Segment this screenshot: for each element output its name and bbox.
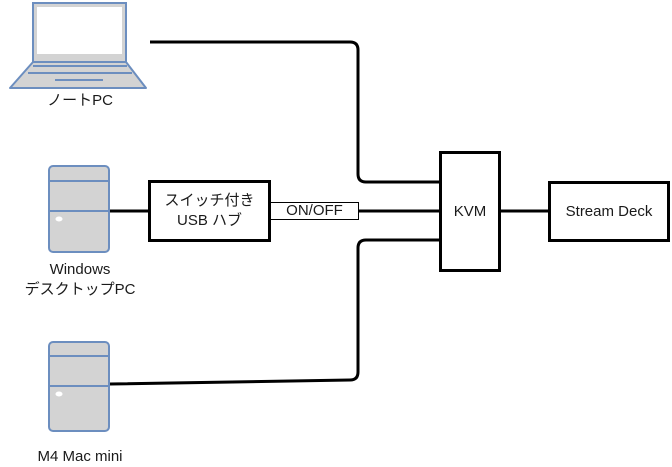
laptop-icon[interactable]	[9, 2, 147, 89]
usb-hub-label-line1: スイッチ付き	[164, 192, 255, 209]
mac-mini-label: M4 Mac mini	[37, 448, 123, 465]
edge-laptop-kvm[interactable]	[150, 40, 440, 184]
stream-deck-label: Stream Deck	[565, 202, 653, 220]
mac-mini-tower-icon[interactable]	[48, 341, 110, 432]
on-off-edge-label: ON/OFF	[270, 202, 359, 220]
usb-hub-node[interactable]: スイッチ付き USB ハブ	[148, 180, 271, 242]
laptop-label: ノートPC	[47, 92, 113, 109]
windows-tower-icon[interactable]	[48, 165, 110, 253]
windows-pc-label-line2: デスクトップPC	[24, 281, 136, 298]
edge-mac-kvm[interactable]	[109, 238, 440, 386]
kvm-label: KVM	[453, 202, 487, 220]
windows-pc-label-line1: Windows	[49, 261, 111, 278]
usb-hub-label-line2: USB ハブ	[176, 212, 242, 229]
kvm-node[interactable]: KVM	[439, 151, 501, 272]
stream-deck-node[interactable]: Stream Deck	[548, 181, 670, 242]
